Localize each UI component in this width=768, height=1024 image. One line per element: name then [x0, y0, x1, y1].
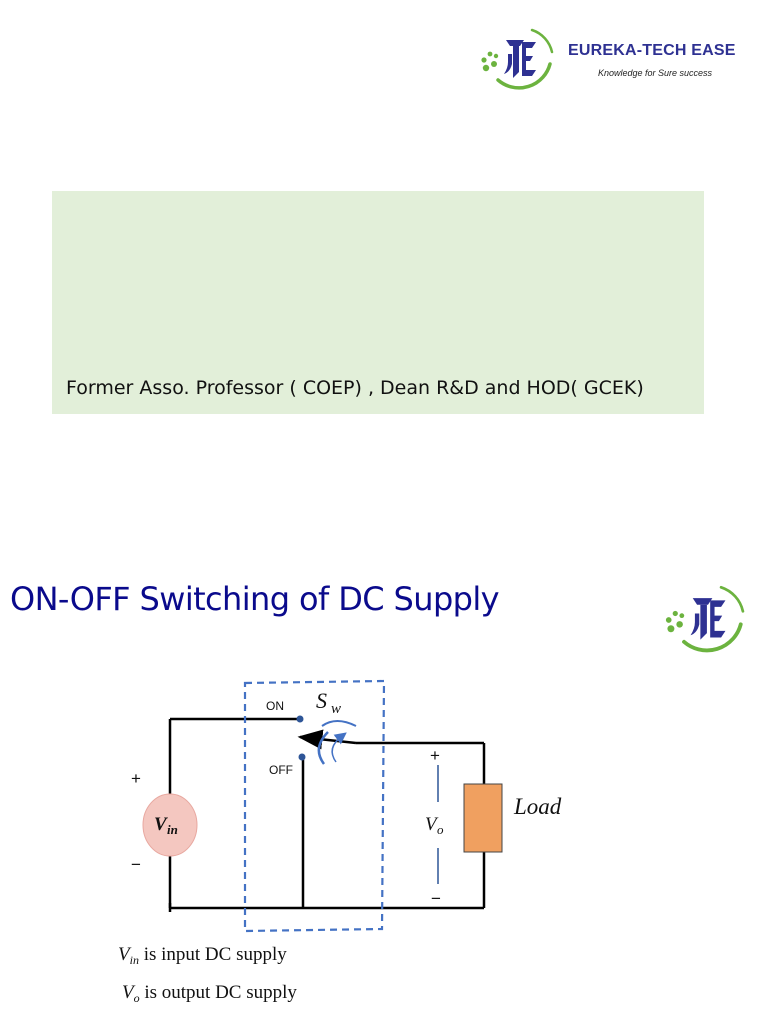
- brand-logo-small: [660, 580, 756, 660]
- switch-blade: [297, 729, 357, 750]
- on-terminal: [296, 715, 304, 723]
- caption-var: V: [122, 982, 134, 1003]
- switch-arc-1: [317, 731, 329, 765]
- output-minus: −: [431, 889, 441, 908]
- switch-arc-3: [321, 720, 357, 727]
- caption-text: is output DC supply: [139, 982, 297, 1003]
- circuit-wires: [168, 717, 486, 912]
- circuit-slide: ON-OFF Switching of DC Supply: [0, 512, 768, 1024]
- switching-circuit-diagram: ON OFF S w V in + − + − V o Load: [131, 679, 562, 933]
- brand-logo: EUREKA-TECH EASE Knowledge for Sure succ…: [476, 24, 756, 96]
- eureka-emblem-icon: [481, 28, 554, 90]
- source-label-sub: in: [167, 822, 178, 837]
- switch-label: S: [316, 688, 327, 713]
- output-label: V: [425, 814, 439, 835]
- output-label-sub: o: [437, 822, 444, 837]
- eureka-emblem-icon: [665, 585, 745, 653]
- caption-output-supply: Vo is output DC supply: [122, 982, 297, 1006]
- slide-title: ON-OFF Switching of DC Supply: [10, 580, 500, 618]
- source-minus: −: [131, 855, 141, 874]
- info-box: Former Asso. Professor ( COEP) , Dean R&…: [52, 191, 704, 414]
- caption-input-supply: Vin is input DC supply: [118, 944, 287, 968]
- on-label: ON: [266, 699, 284, 713]
- brand-tagline: Knowledge for Sure success: [598, 68, 713, 78]
- output-plus: +: [430, 746, 440, 765]
- caption-text: is input DC supply: [138, 944, 287, 965]
- caption-var: V: [118, 944, 130, 965]
- voltage-source: [142, 793, 198, 857]
- source-plus: +: [131, 769, 141, 788]
- load-label: Load: [513, 794, 562, 819]
- off-terminal: [298, 753, 306, 761]
- title-slide: EUREKA-TECH EASE Knowledge for Sure succ…: [52, 24, 756, 414]
- switch-label-sub: w: [331, 701, 341, 717]
- off-label: OFF: [269, 763, 293, 777]
- load-resistor: [463, 783, 503, 853]
- switch-arc-2: [331, 732, 347, 763]
- brand-name: EUREKA-TECH EASE: [568, 42, 736, 59]
- author-credentials: Former Asso. Professor ( COEP) , Dean R&…: [66, 377, 644, 399]
- source-label: V: [154, 814, 168, 835]
- caption-var-sub: in: [129, 953, 139, 967]
- caption-var-sub: o: [133, 991, 140, 1005]
- switch-enclosure: [243, 679, 386, 933]
